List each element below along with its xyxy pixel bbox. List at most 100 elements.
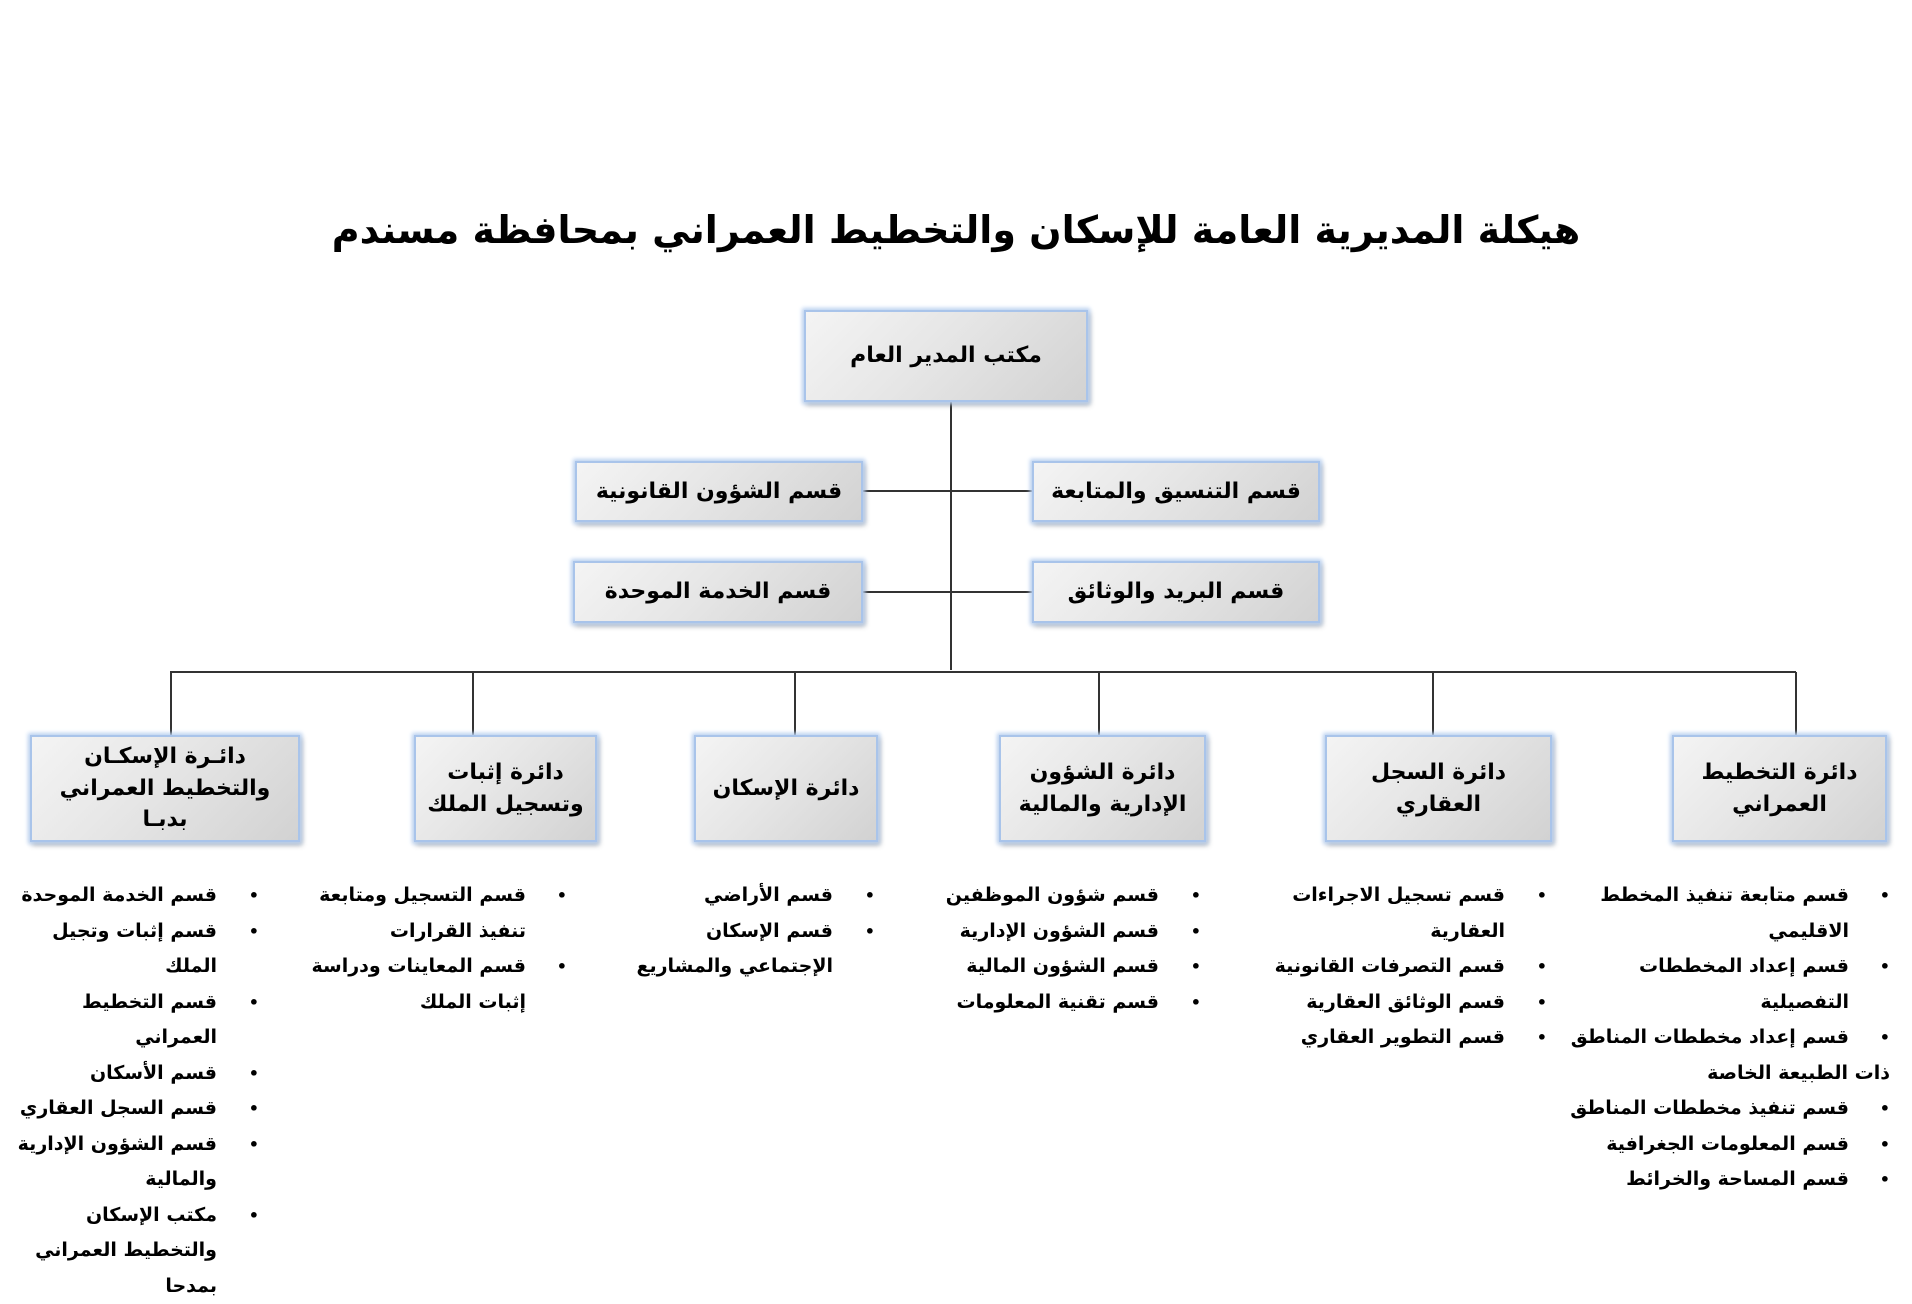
bullet-icon: • bbox=[1536, 992, 1547, 1012]
section-label: قسم تنفيذ مخططات المناطق bbox=[1570, 1097, 1849, 1119]
bullet-icon: • bbox=[1536, 1028, 1547, 1047]
section-item: •قسم إثبات وتجيل الملك bbox=[4, 914, 265, 985]
section-item: •قسم تسجيل الاجراءات bbox=[1214, 878, 1553, 914]
section-item: •قسم شؤون الموظفين bbox=[888, 878, 1207, 914]
bullet-icon: • bbox=[1190, 886, 1201, 905]
connector-service bbox=[863, 591, 951, 593]
section-label: تنفيذ القرارات bbox=[389, 919, 526, 942]
section-item-continuation: إثبات الملك bbox=[272, 985, 573, 1021]
department-label-line: والتخطيط العمراني بدبـا bbox=[59, 775, 271, 833]
section-label: العقارية bbox=[1430, 919, 1505, 942]
department-drop-connector bbox=[472, 672, 474, 735]
section-item: • مكتب الإسكان bbox=[4, 1198, 265, 1234]
general-manager-office-box: مكتب المدير العام bbox=[804, 310, 1088, 402]
section-label: قسم الخدمة الموحدة bbox=[21, 884, 217, 906]
bullet-icon: • bbox=[1879, 886, 1890, 905]
bullet-icon: • bbox=[1190, 992, 1201, 1012]
section-item: •قسم إعداد المخططات التفصيلية bbox=[1560, 949, 1896, 1020]
chart-title: هيكلة المديرية العامة للإسكان والتخطيط ا… bbox=[331, 208, 1581, 252]
department-label-line: دائرة التخطيط bbox=[1701, 759, 1858, 785]
section-label: قسم المعاينات ودراسة bbox=[311, 955, 526, 977]
section-label: الإجتماعي والمشاريع bbox=[636, 955, 833, 977]
department-label-line: الإدارية والمالية bbox=[1018, 791, 1187, 817]
section-item: • قسم الشؤون الإدارية bbox=[888, 914, 1207, 950]
bullet-icon: • bbox=[248, 886, 259, 905]
bullet-icon: • bbox=[864, 886, 875, 905]
section-item: •قسم التطوير العقاري bbox=[1214, 1020, 1553, 1056]
section-label: قسم الأراضي bbox=[704, 884, 833, 906]
box-label: قسم الشؤون القانونية bbox=[595, 478, 843, 504]
section-item: • قسم التسجيل ومتابعة bbox=[272, 878, 573, 914]
section-item: •قسم المساحة والخرائط bbox=[1560, 1162, 1896, 1198]
department-label-line: دائرة الإسكان bbox=[712, 775, 860, 801]
legal-affairs-box: قسم الشؤون القانونية bbox=[575, 461, 863, 522]
section-list: •قسم شؤون الموظفين•قسم الشؤون الإدارية•ق… bbox=[888, 878, 1207, 1020]
section-label: قسم الشؤون الإدارية bbox=[959, 919, 1159, 942]
section-item: • قسم متابعة تنفيذ المخطط الاقليمي bbox=[1560, 878, 1896, 949]
section-item: •قسم التصرفات القانونية bbox=[1214, 949, 1553, 985]
box-label: مكتب المدير العام bbox=[850, 343, 1042, 369]
bullet-icon: • bbox=[1879, 1028, 1890, 1047]
section-item: •قسم الإسكان bbox=[584, 914, 881, 950]
department-drop-connector bbox=[1098, 672, 1100, 735]
bullet-icon: • bbox=[248, 1134, 259, 1154]
box-label: قسم التنسيق والمتابعة bbox=[1051, 478, 1301, 504]
bullet-icon: • bbox=[556, 957, 567, 976]
section-item-continuation: والمالية bbox=[4, 1162, 265, 1198]
department-label-line: وتسجيل الملك bbox=[427, 791, 584, 817]
section-label: قسم الشؤون الإدارية bbox=[17, 1132, 217, 1155]
section-item-continuation: العقارية bbox=[1214, 914, 1553, 950]
section-list: • قسم الأراضي •قسم الإسكان الإجتماعي والمشا… bbox=[584, 878, 881, 985]
section-item: •قسم الشؤون المالية bbox=[888, 949, 1207, 985]
department-box: دائرة إثبات وتسجيل الملك bbox=[414, 735, 597, 842]
section-item-continuation: الإجتماعي والمشاريع bbox=[584, 949, 881, 985]
connector-mail bbox=[951, 591, 1032, 593]
section-item: • قسم إعداد مخططات المناطق bbox=[1560, 1020, 1896, 1056]
section-label: قسم إعداد مخططات المناطق bbox=[1570, 1026, 1849, 1048]
section-list: • قسم الخدمة الموحدة •قسم إثبات وتجيل المل… bbox=[4, 878, 265, 1304]
trunk-connector bbox=[950, 402, 952, 670]
section-label: قسم متابعة تنفيذ المخطط الاقليمي bbox=[1600, 884, 1849, 942]
section-item: • قسم الأراضي bbox=[584, 878, 881, 914]
section-label: قسم التصرفات القانونية bbox=[1274, 955, 1505, 977]
bullet-icon: • bbox=[1190, 921, 1201, 941]
section-label: قسم إعداد المخططات التفصيلية bbox=[1639, 955, 1849, 1013]
department-box: دائرة السجل العقاري bbox=[1325, 735, 1552, 842]
section-item: • قسم تقنية المعلومات bbox=[888, 985, 1207, 1021]
department-bus bbox=[170, 671, 1796, 673]
bullet-icon: • bbox=[248, 921, 259, 941]
section-item: • قسم الوثائق العقارية bbox=[1214, 985, 1553, 1021]
mail-documents-box: قسم البريد والوثائق bbox=[1032, 561, 1320, 623]
section-label: قسم الأسكان bbox=[89, 1061, 217, 1084]
unified-service-box: قسم الخدمة الموحدة bbox=[573, 561, 863, 623]
department-drop-connector bbox=[1795, 672, 1797, 735]
section-item: • قسم الشؤون الإدارية bbox=[4, 1127, 265, 1163]
section-label: قسم المعلومات الجغرافية bbox=[1606, 1132, 1849, 1155]
section-label: قسم التخطيط العمراني bbox=[82, 990, 217, 1049]
section-label: قسم الشؤون المالية bbox=[966, 955, 1159, 977]
department-label-line: دائرة إثبات bbox=[447, 759, 564, 785]
section-label: مكتب الإسكان bbox=[85, 1203, 217, 1226]
bullet-icon: • bbox=[248, 1063, 259, 1083]
bullet-icon: • bbox=[248, 1099, 259, 1118]
section-label: قسم الوثائق العقارية bbox=[1306, 990, 1505, 1013]
bullet-icon: • bbox=[248, 1205, 259, 1225]
section-label: قسم تسجيل الاجراءات bbox=[1292, 884, 1505, 906]
section-item: • قسم الأسكان bbox=[4, 1056, 265, 1092]
department-box: دائرة الإسكان bbox=[694, 735, 878, 842]
section-label: قسم السجل العقاري bbox=[19, 1097, 217, 1119]
section-list: •قسم متابعة تنفيذ المخطط الاقليمي•قسم إع… bbox=[1560, 878, 1896, 1198]
section-label: ذات الطبيعة الخاصة bbox=[1707, 1061, 1890, 1084]
box-label: قسم البريد والوثائق bbox=[1067, 579, 1285, 605]
section-label: قسم تقنية المعلومات bbox=[956, 990, 1159, 1013]
section-item-continuation: والتخطيط العمراني بمدحا bbox=[4, 1233, 265, 1304]
section-label: قسم التسجيل ومتابعة bbox=[319, 884, 526, 906]
bullet-icon: • bbox=[556, 886, 567, 905]
bullet-icon: • bbox=[1879, 1099, 1890, 1118]
section-item: • قسم المعاينات ودراسة bbox=[272, 949, 573, 985]
connector-coordination bbox=[951, 490, 1032, 492]
